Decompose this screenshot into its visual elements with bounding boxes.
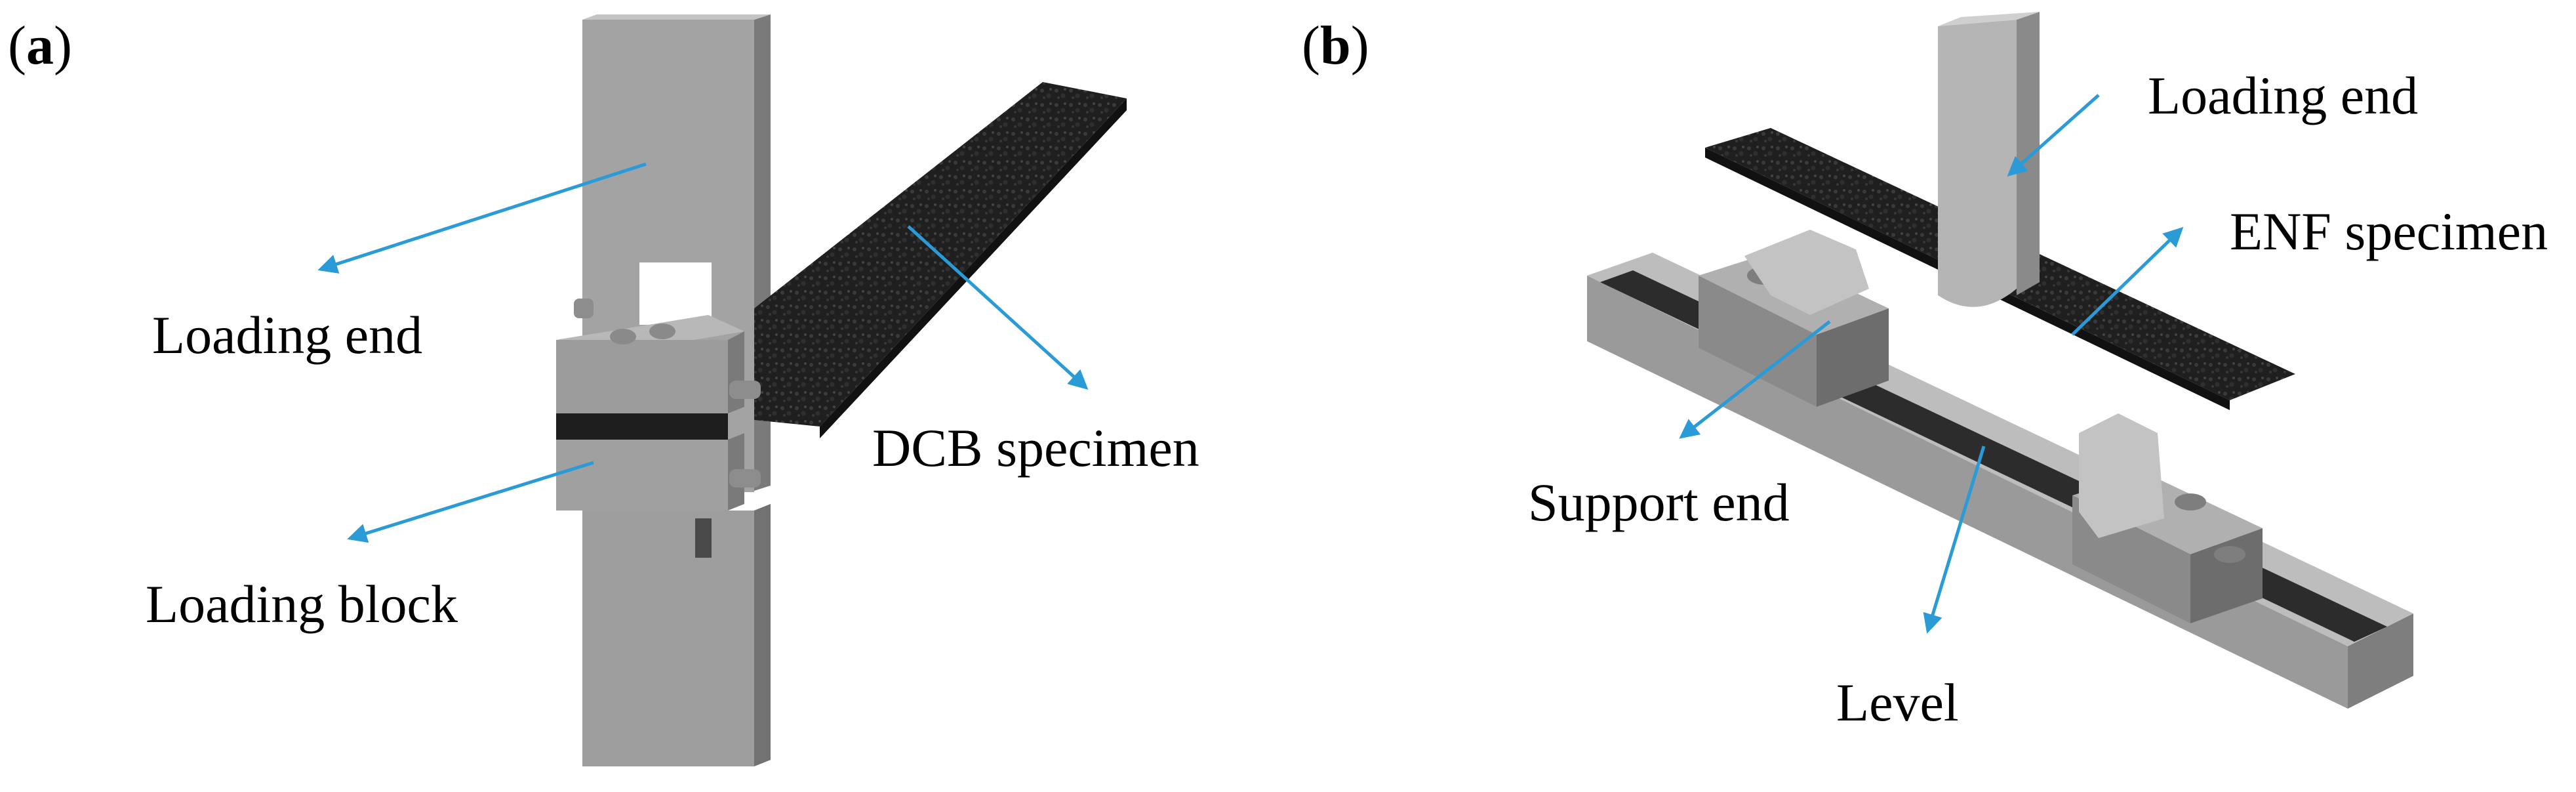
enf-loading-end-top xyxy=(1938,12,2040,26)
dcb-pin-upper-left xyxy=(574,299,594,318)
label-a-loading-end: Loading end xyxy=(152,305,423,365)
enf-right-bolt-2 xyxy=(2214,546,2245,563)
callout-arrows xyxy=(317,94,2184,634)
dcb-lower-block-front xyxy=(556,440,728,511)
dcb-specimen-laminate xyxy=(556,413,728,440)
dcb-bolt-1 xyxy=(610,329,636,344)
enf-left-block-front xyxy=(1699,276,1817,407)
dcb-lower-slot xyxy=(695,518,712,558)
enf-loading-end-front xyxy=(1938,20,2017,307)
enf-right-support-roller xyxy=(2079,413,2164,538)
dcb-upper-block-side xyxy=(728,331,744,413)
panel-a-tag: (a) xyxy=(8,15,72,76)
dcb-lower-plate xyxy=(582,511,754,766)
dcb-upper-plate-top xyxy=(582,14,771,20)
arrow-b-level xyxy=(1923,446,1986,634)
enf-left-block-side xyxy=(1817,308,1889,407)
label-b-specimen: ENF specimen xyxy=(2230,201,2548,261)
enf-left-support-roller xyxy=(1744,230,1869,315)
dcb-upper-block-front xyxy=(556,340,728,413)
arrow-b-loading-end xyxy=(2007,94,2100,177)
dcb-pin-lower xyxy=(729,469,761,488)
dcb-bolt-2 xyxy=(649,323,675,339)
panel-b-letter: b xyxy=(1319,15,1351,76)
dcb-specimen-edge xyxy=(820,98,1127,438)
arrow-a-loading-block xyxy=(347,461,594,543)
arrow-b-specimen xyxy=(2071,226,2184,336)
enf-base-end xyxy=(2348,614,2413,709)
label-b-loading-end: Loading end xyxy=(2148,66,2419,125)
panel-a-letter: a xyxy=(26,15,54,76)
panel-b-tag: (b) xyxy=(1302,15,1369,76)
arrow-a-loading-end xyxy=(317,162,647,274)
label-b-support-end: Support end xyxy=(1528,472,1790,532)
dcb-upper-window xyxy=(639,262,712,325)
arrow-b-support-end xyxy=(1679,320,1831,439)
dcb-fixture xyxy=(556,14,1127,766)
dcb-lower-plate-side xyxy=(754,504,771,766)
label-a-loading-block: Loading block xyxy=(146,574,458,634)
arrow-a-specimen xyxy=(907,225,1089,390)
enf-right-bolt-1 xyxy=(2175,493,2206,511)
enf-loading-end-side xyxy=(2017,12,2040,295)
label-a-specimen: DCB specimen xyxy=(872,418,1199,478)
label-b-level: Level xyxy=(1836,673,1959,732)
dcb-pin-upper xyxy=(729,381,761,399)
